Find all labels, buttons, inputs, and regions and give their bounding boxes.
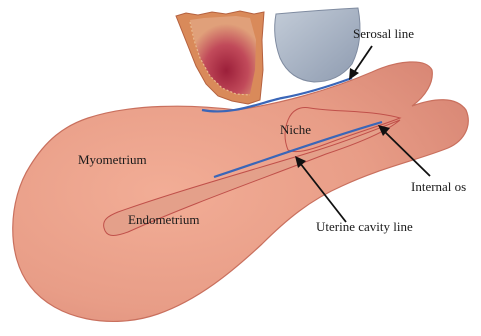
incised-tissue: [176, 11, 264, 104]
bladder-shape: [275, 8, 360, 82]
label-uterine-cavity-line: Uterine cavity line: [316, 219, 413, 234]
label-internal-os: Internal os: [411, 179, 466, 194]
label-myometrium: Myometrium: [78, 152, 147, 167]
label-niche: Niche: [280, 122, 311, 137]
label-serosal-line: Serosal line: [353, 26, 414, 41]
label-endometrium: Endometrium: [128, 212, 200, 227]
